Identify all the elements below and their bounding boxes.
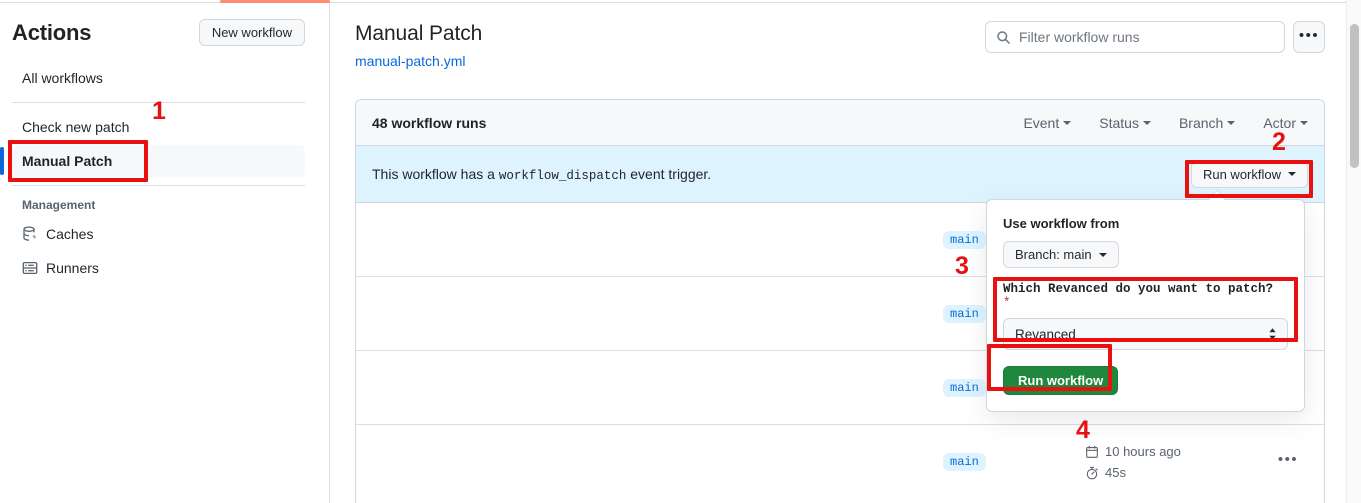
run-branch-cell: main	[913, 230, 1063, 249]
branch-badge[interactable]: main	[943, 230, 986, 249]
new-workflow-button[interactable]: New workflow	[198, 19, 305, 46]
search-placeholder-text: Filter workflow runs	[1019, 29, 1140, 45]
dispatch-text-before: This workflow has a	[372, 165, 495, 182]
run-meta-cell: 10 hours ago 45s	[1063, 444, 1268, 480]
branch-selector-button[interactable]: Branch: main	[1003, 241, 1119, 268]
chevron-down-icon	[1288, 172, 1296, 176]
dispatch-banner-text: This workflow has a workflow_dispatch ev…	[372, 166, 711, 183]
patch-input-label: Which Revanced do you want to patch? *	[1003, 282, 1288, 310]
page-scrollbar-thumb[interactable]	[1350, 24, 1359, 168]
sidebar-item-manual-patch[interactable]: Manual Patch	[0, 145, 305, 177]
search-icon	[996, 30, 1011, 45]
workflow-heading: Manual Patch manual-patch.yml	[355, 21, 482, 69]
run-workflow-dropdown-panel: Use workflow from Branch: main Which Rev…	[986, 199, 1305, 412]
search-input[interactable]: Filter workflow runs	[985, 21, 1285, 53]
run-duration-text: 45s	[1105, 465, 1126, 480]
filter-actor-label: Actor	[1263, 114, 1296, 131]
sidebar-item-label: Caches	[46, 226, 94, 242]
chevron-down-icon	[1063, 120, 1072, 125]
sidebar-divider	[12, 102, 305, 103]
workflow-runs-panel: 48 workflow runs Event Status Branch Act…	[355, 99, 1325, 503]
filter-status[interactable]: Status	[1099, 115, 1151, 131]
main-header: Manual Patch manual-patch.yml Filter wor…	[355, 21, 1325, 69]
table-row[interactable]: main	[356, 277, 1324, 351]
cache-icon	[22, 226, 38, 242]
filter-branch-label: Branch	[1178, 114, 1224, 131]
runs-header: 48 workflow runs Event Status Branch Act…	[356, 100, 1324, 146]
branch-badge[interactable]: main	[943, 304, 986, 323]
select-arrows-icon	[1267, 327, 1278, 341]
table-row[interactable]: main	[356, 203, 1324, 277]
table-row[interactable]: main 10 hours ago	[356, 425, 1324, 499]
sidebar-item-runners[interactable]: Runners	[12, 252, 305, 284]
sidebar-item-label: Manual Patch	[22, 153, 113, 169]
filter-branch[interactable]: Branch	[1178, 114, 1236, 131]
sidebar-header: Actions New workflow	[0, 3, 329, 60]
sidebar-item-check-new-patch[interactable]: Check new patch	[12, 111, 305, 143]
row-more-options-button[interactable]: •••	[1277, 451, 1299, 468]
revanced-select-value: Revanced	[1015, 326, 1076, 342]
management-nav-list: Caches Runners	[0, 218, 329, 284]
page-title: Actions	[12, 19, 92, 45]
filter-status-label: Status	[1099, 114, 1139, 131]
run-duration: 45s	[1085, 465, 1268, 480]
calendar-icon	[1085, 445, 1099, 459]
chevron-down-icon	[1142, 120, 1151, 125]
use-workflow-from-label: Use workflow from	[1003, 216, 1120, 231]
run-workflow-submit-button[interactable]: Run workflow	[1003, 366, 1119, 395]
filter-actor[interactable]: Actor	[1263, 115, 1308, 131]
server-icon	[22, 260, 38, 276]
active-tab-indicator	[220, 0, 330, 3]
chevron-down-icon	[1300, 120, 1308, 125]
filter-event-label: Event	[1023, 114, 1060, 131]
workflow-title: Manual Patch	[355, 22, 483, 45]
run-workflow-dropdown-button[interactable]: Run workflow	[1190, 160, 1308, 188]
dispatch-text-after: event trigger.	[630, 165, 712, 182]
chevron-down-icon	[1227, 120, 1236, 125]
dispatch-event-code: workflow_dispatch	[498, 168, 627, 183]
stopwatch-icon	[1085, 466, 1099, 480]
more-options-button[interactable]: •••	[1293, 21, 1325, 53]
workflow-dispatch-banner: This workflow has a workflow_dispatch ev…	[356, 146, 1324, 203]
filter-event[interactable]: Event	[1023, 114, 1072, 131]
sidebar-item-label: Check new patch	[22, 119, 130, 135]
workflow-nav-list: All workflows Check new patch Manual Pat…	[0, 62, 329, 186]
header-actions: Filter workflow runs •••	[985, 21, 1325, 53]
run-branch-cell: main	[913, 453, 1063, 471]
run-date: 10 hours ago	[1085, 444, 1268, 459]
sidebar-divider-2	[12, 185, 305, 186]
sidebar-item-label: All workflows	[22, 70, 103, 86]
runs-filters: Event Status Branch Actor	[1023, 115, 1308, 131]
run-workflow-button-label: Run workflow	[1202, 166, 1281, 182]
chevron-down-icon	[1098, 252, 1107, 257]
sidebar-section-management: Management	[22, 198, 96, 212]
runs-count-label: 48 workflow runs	[372, 114, 487, 131]
revanced-select[interactable]: Revanced	[1003, 318, 1288, 350]
run-branch-cell: main	[913, 304, 1063, 323]
branch-badge[interactable]: main	[943, 453, 986, 471]
workflow-file-link[interactable]: manual-patch.yml	[355, 53, 466, 70]
branch-badge[interactable]: main	[943, 378, 986, 397]
branch-selector-label: Branch: main	[1015, 247, 1092, 262]
run-branch-cell: main	[913, 378, 1063, 397]
required-marker: *	[1003, 296, 1011, 310]
sidebar-item-caches[interactable]: Caches	[12, 218, 305, 250]
top-divider	[0, 2, 1361, 3]
run-date-text: 10 hours ago	[1105, 444, 1181, 459]
patch-input-label-text: Which Revanced do you want to patch?	[1003, 282, 1274, 296]
actions-sidebar: Actions New workflow All workflows Check…	[0, 3, 330, 503]
sidebar-item-label: Runners	[46, 260, 99, 276]
sidebar-item-all-workflows[interactable]: All workflows	[12, 62, 305, 94]
